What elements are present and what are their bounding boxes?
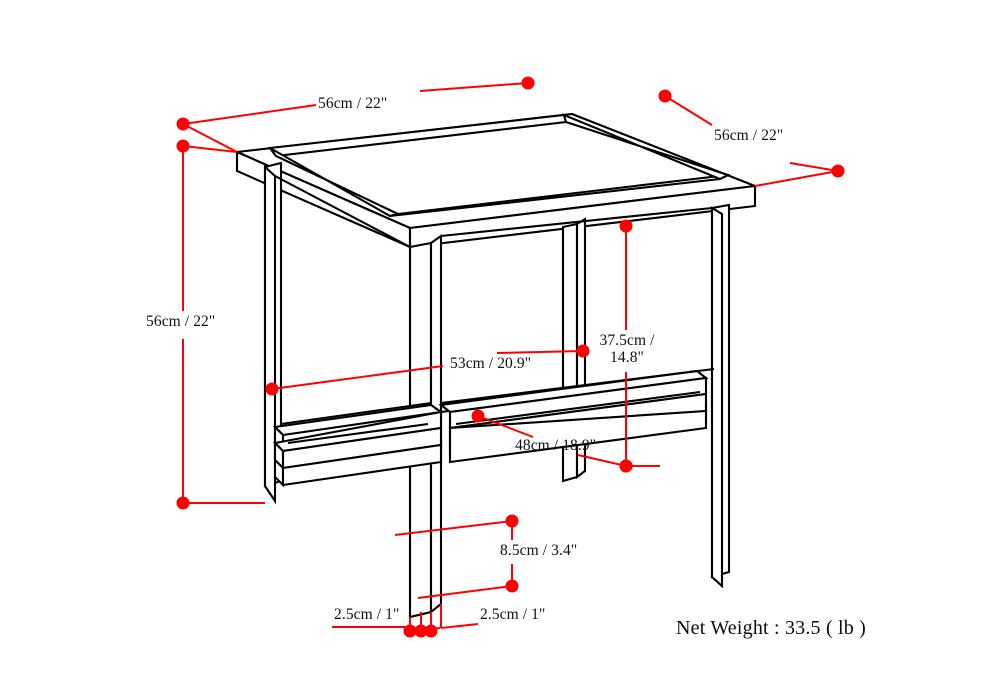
dim-label-top-width: 56cm / 22"	[318, 95, 388, 112]
apron-rails	[274, 175, 713, 248]
dim-label-top-depth: 56cm / 22"	[714, 127, 784, 144]
dim-top-width	[176, 76, 535, 153]
shelf-back-edge	[280, 367, 715, 426]
dimension-annotations	[176, 76, 845, 638]
shelf-under-band	[273, 409, 708, 488]
net-weight-label: Net Weight : 33.5 ( lb )	[676, 617, 867, 639]
tabletop-inset-frame	[268, 113, 731, 218]
dim-leg-thickness-left	[332, 612, 441, 638]
dim-label-shelf-to-floor: 8.5cm / 3.4"	[500, 542, 578, 559]
dim-leg-span-front	[265, 344, 590, 396]
dim-top-depth	[658, 89, 845, 187]
dim-label-shelf-to-apron: 37.5cm / 14.8"	[599, 332, 655, 367]
dim-label-leg-thickness-left: 2.5cm / 1"	[334, 606, 400, 623]
dim-label-leg-span-front: 53cm / 20.9"	[450, 355, 532, 372]
leg-front-left	[263, 164, 277, 505]
table-illustration	[233, 112, 757, 619]
leg-back-right	[710, 203, 731, 589]
dim-label-shelf-depth: 48cm / 18.9"	[515, 437, 597, 454]
dim-label-leg-thickness-right: 2.5cm / 1"	[480, 606, 546, 623]
dim-label-overall-height: 56cm / 22"	[146, 313, 216, 330]
dim-leg-thickness-right	[424, 604, 479, 638]
tabletop-right-edge	[408, 184, 757, 249]
dim-shelf-to-floor	[394, 514, 519, 599]
lower-shelf	[272, 369, 709, 480]
dim-overall-height	[176, 139, 265, 510]
dim-shelf-depth	[471, 409, 660, 473]
